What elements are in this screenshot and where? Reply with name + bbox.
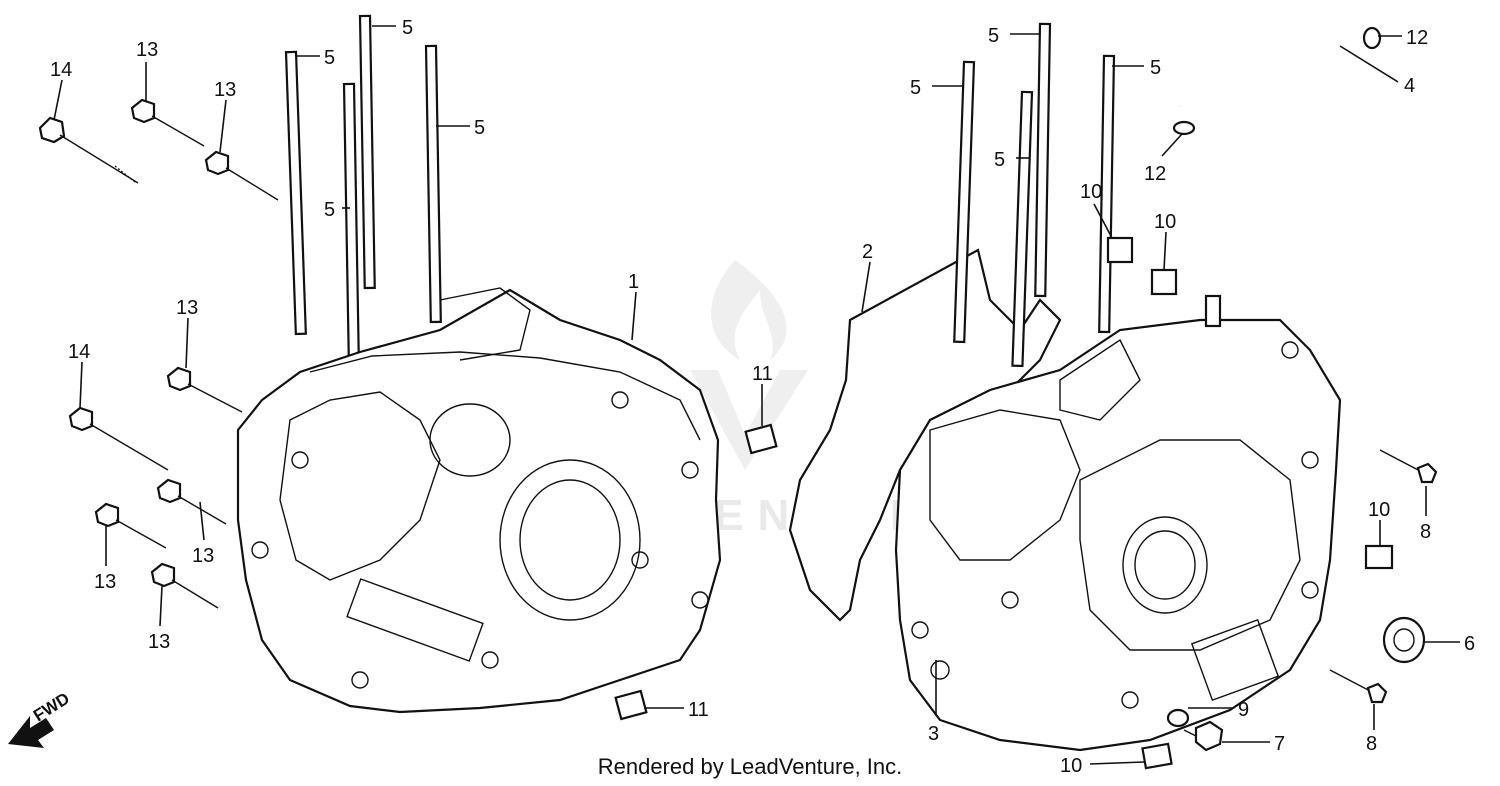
callout-13-e: 13 bbox=[94, 571, 116, 593]
bolt-13-a bbox=[130, 98, 205, 147]
bolt-14-lower bbox=[68, 406, 169, 471]
studs-left bbox=[284, 14, 442, 358]
studs-right bbox=[953, 22, 1116, 368]
callout-10-d: 10 bbox=[1060, 755, 1082, 777]
callout-7: 7 bbox=[1274, 733, 1285, 755]
callout-8-b: 8 bbox=[1366, 733, 1377, 755]
drain-bolt bbox=[1183, 720, 1224, 752]
dowel-11-upper bbox=[744, 423, 778, 455]
callout-11-a: 11 bbox=[752, 363, 773, 385]
oil-seal bbox=[1382, 616, 1426, 664]
callout-10-b: 10 bbox=[1154, 211, 1176, 233]
callout-14-a: 14 bbox=[50, 59, 72, 81]
fwd-label: FWD bbox=[30, 689, 73, 726]
callout-13-a: 13 bbox=[136, 39, 158, 61]
callout-3: 3 bbox=[928, 723, 939, 745]
washer bbox=[1166, 708, 1190, 728]
callout-14-b: 14 bbox=[68, 341, 90, 363]
bolt-8-upper bbox=[1379, 449, 1438, 484]
dowel-10-b bbox=[1150, 268, 1178, 296]
callout-6: 6 bbox=[1464, 633, 1475, 655]
callout-5-g: 5 bbox=[1150, 57, 1161, 79]
leader-lines bbox=[53, 25, 1460, 765]
callout-5-d: 5 bbox=[324, 199, 335, 221]
bolt-13-d bbox=[156, 478, 227, 525]
dowel-10-c bbox=[1364, 544, 1394, 570]
dowel-10-a bbox=[1106, 236, 1134, 264]
callout-5-f: 5 bbox=[910, 77, 921, 99]
callout-13-d: 13 bbox=[192, 545, 214, 567]
clip-12-upper bbox=[1362, 26, 1382, 50]
callout-5-c: 5 bbox=[474, 117, 485, 139]
callout-5-h: 5 bbox=[994, 149, 1005, 171]
breather-tube bbox=[1174, 30, 1341, 108]
bolt-13-e bbox=[94, 502, 167, 549]
dowel-11-lower bbox=[614, 689, 648, 721]
footer-credit: Rendered by LeadVenture, Inc. bbox=[597, 754, 903, 779]
callout-13-c: 13 bbox=[176, 297, 198, 319]
callout-9: 9 bbox=[1238, 699, 1249, 721]
callout-13-f: 13 bbox=[148, 631, 170, 653]
callout-10-a: 10 bbox=[1080, 181, 1102, 203]
callout-2: 2 bbox=[862, 241, 873, 263]
right-crankcase-half bbox=[894, 294, 1342, 752]
callout-10-c: 10 bbox=[1368, 499, 1390, 521]
callouts: 1 2 3 4 5 5 5 5 5 5 5 5 6 7 8 8 9 10 10 … bbox=[50, 17, 1475, 777]
bolt-8-lower bbox=[1329, 669, 1388, 704]
callout-12-a: 12 bbox=[1406, 27, 1428, 49]
bolt-13-f bbox=[150, 562, 219, 609]
bolt-14-upper bbox=[38, 116, 139, 184]
bolt-13-b bbox=[204, 150, 279, 201]
callout-8-a: 8 bbox=[1420, 521, 1431, 543]
callout-12-b: 12 bbox=[1144, 163, 1166, 185]
left-crankcase-half bbox=[236, 287, 722, 714]
bolt-13-c bbox=[166, 366, 243, 413]
callout-13-b: 13 bbox=[214, 79, 236, 101]
callout-1: 1 bbox=[628, 271, 639, 293]
callout-11-b: 11 bbox=[688, 699, 709, 721]
callout-4: 4 bbox=[1404, 75, 1415, 97]
callout-5-a: 5 bbox=[402, 17, 413, 39]
fwd-arrow-icon: FWD bbox=[8, 689, 73, 748]
callout-5-e: 5 bbox=[988, 25, 999, 47]
callout-5-b: 5 bbox=[324, 47, 335, 69]
dowel-10-d bbox=[1141, 742, 1173, 770]
clip-12-lower bbox=[1172, 120, 1196, 136]
